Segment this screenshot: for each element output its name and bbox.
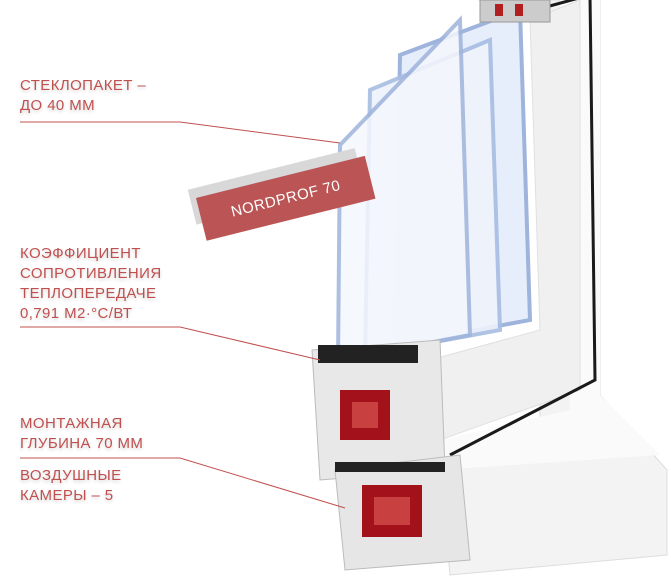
annotation-line: 0,791 М2·°С/ВТ — [20, 305, 133, 322]
leader-line-glass — [20, 121, 341, 144]
annotation-air-chambers: ВОЗДУШНЫЕ КАМЕРЫ – 5 — [20, 466, 122, 506]
annotation-line: ВОЗДУШНЫЕ — [20, 467, 122, 484]
annotation-line: СТЕКЛОПАКЕТ – — [20, 77, 147, 94]
annotation-line: ГЛУБИНА 70 ММ — [20, 435, 144, 452]
annotation-glass-unit: СТЕКЛОПАКЕТ – ДО 40 ММ — [20, 76, 146, 116]
annotation-line: ДО 40 ММ — [20, 97, 96, 114]
annotation-line: КОЭФФИЦИЕНТ — [20, 245, 141, 262]
glass-pane-front — [335, 15, 473, 363]
annotation-heat-coefficient: КОЭФФИЦИЕНТ СОПРОТИВЛЕНИЯ ТЕПЛОПЕРЕДАЧЕ … — [20, 244, 162, 324]
annotation-line: ТЕПЛОПЕРЕДАЧЕ — [20, 285, 157, 302]
annotation-line: МОНТАЖНАЯ — [20, 415, 123, 432]
annotation-line: СОПРОТИВЛЕНИЯ — [20, 265, 162, 282]
annotation-mounting-depth: МОНТАЖНАЯ ГЛУБИНА 70 ММ — [20, 414, 143, 454]
leader-line-depth — [20, 457, 346, 509]
annotation-line: КАМЕРЫ – 5 — [20, 487, 114, 504]
sash-seal — [449, 0, 597, 457]
leader-line-coefficient — [20, 326, 321, 361]
